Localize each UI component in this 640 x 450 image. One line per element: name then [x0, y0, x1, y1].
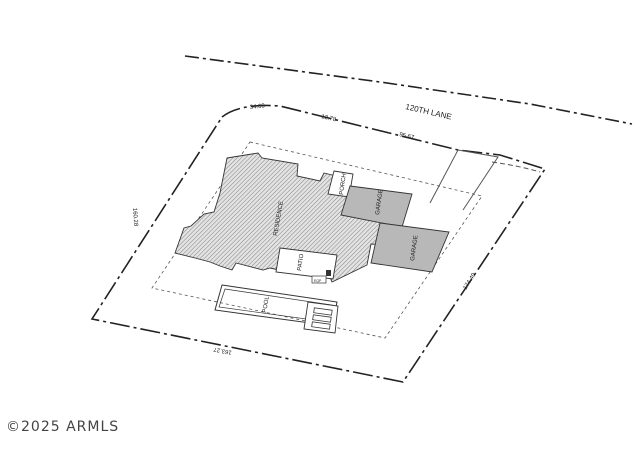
equipment-label: EQP	[314, 279, 322, 283]
patio	[275, 247, 338, 280]
driveway	[429, 149, 499, 211]
front-dim-label: 95.67	[399, 132, 416, 141]
pool-equipment-2	[312, 314, 332, 323]
equipment-box-small	[326, 270, 331, 276]
copyright-watermark: ©2025 ARMLS	[6, 419, 120, 435]
pool-label: POOL	[262, 295, 271, 313]
property-line	[90, 104, 547, 383]
curve-b-label: 12.78	[321, 114, 338, 123]
street-name-label: 120TH LANE	[405, 102, 453, 121]
street-edge	[491, 161, 541, 173]
garage-lower	[370, 222, 450, 273]
equipment-box	[311, 275, 327, 284]
curve-a-label: 34.60	[250, 103, 266, 111]
pool-equipment-1	[313, 307, 333, 316]
setback-line	[151, 141, 483, 339]
patio-label: PATIO	[297, 253, 305, 271]
porch-label: PORCH	[339, 173, 348, 195]
pool-equipment-3	[311, 321, 331, 330]
right-dim-label: 174.40	[463, 272, 478, 291]
residence-label: RESIDENCE	[273, 201, 285, 237]
street-centerline	[184, 55, 633, 125]
garage-upper-label: GARAGE	[375, 189, 385, 215]
rear-dim-label: 163.27	[213, 345, 233, 355]
garage-lower-label: GARAGE	[410, 235, 420, 261]
left-dim-label: 160.28	[131, 208, 138, 227]
